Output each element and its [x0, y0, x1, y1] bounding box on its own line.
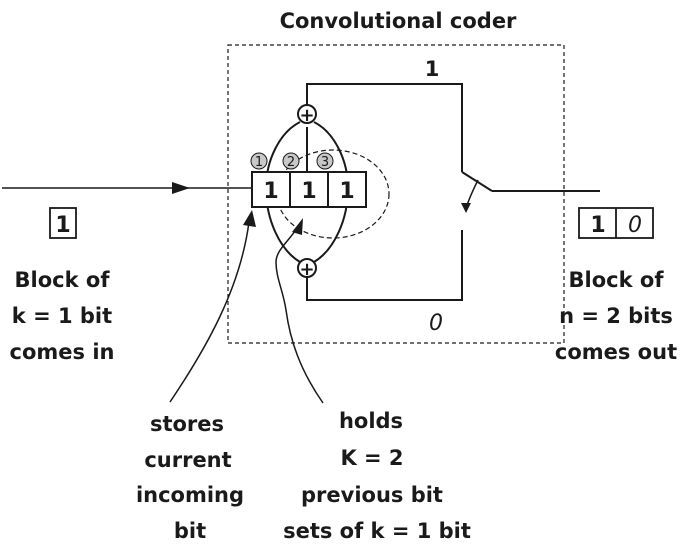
coder-boundary [227, 44, 565, 344]
tap-marker-3 [316, 152, 334, 170]
current-bit-pointer-arrowhead [243, 210, 256, 227]
annotation-current-line-2: current [144, 448, 231, 472]
annotation-previous-line-1: holds [339, 409, 403, 433]
bottom-adder-symbol: + [299, 259, 314, 280]
tap-label-3: 3 [321, 155, 329, 170]
register-cell-bit-1: 1 [263, 179, 278, 204]
top-output-label: 1 [425, 57, 440, 81]
input-label-line-3: comes in [10, 340, 115, 364]
output-label-line-1: Block of [569, 268, 665, 292]
register-cell [251, 171, 291, 208]
register-cell [289, 171, 329, 208]
bottom-output-label: 0 [429, 311, 443, 336]
input-block-box [49, 207, 77, 239]
tap-marker-2 [282, 152, 300, 170]
tap-label-1: 1 [255, 155, 263, 170]
annotation-previous-line-4: sets of k = 1 bit [283, 519, 471, 543]
tap-marker-1 [250, 152, 268, 170]
previous-bits-pointer [275, 227, 324, 404]
register-cell-bit-2: 1 [301, 179, 316, 204]
input-block-bit: 1 [55, 213, 70, 238]
annotation-current-line-3: incoming [136, 483, 244, 507]
bottom-output-wire [306, 230, 463, 301]
previous-bits-highlight [276, 149, 390, 239]
output-block-bit-2: 0 [628, 213, 642, 238]
input-arrowhead [172, 182, 190, 194]
shift-register: 1 1 1 [251, 171, 367, 208]
switch-rotation-arrowhead [461, 203, 471, 213]
current-bit-pointer [169, 221, 250, 403]
input-label-line-1: Block of [15, 268, 111, 292]
output-label-line-3: comes out [555, 340, 677, 364]
top-output-wire [306, 83, 463, 172]
annotation-previous-line-3: previous bit [301, 483, 443, 507]
register-cell-bit-3: 1 [339, 179, 354, 204]
tap-label-2: 2 [287, 155, 295, 170]
previous-bits-pointer-arrowhead [292, 218, 303, 235]
top-adder-symbol: + [299, 105, 314, 126]
register-cell [327, 171, 367, 208]
input-label-line-2: k = 1 bit [12, 304, 112, 328]
output-block-bit-1: 1 [590, 213, 605, 238]
diagram-title: Convolutional coder [280, 9, 517, 33]
annotation-current-line-4: bit [174, 519, 206, 543]
annotation-previous-line-2: K = 2 [340, 446, 403, 470]
annotation-current-line-1: stores [150, 412, 224, 436]
output-label-line-2: n = 2 bits [559, 304, 673, 328]
